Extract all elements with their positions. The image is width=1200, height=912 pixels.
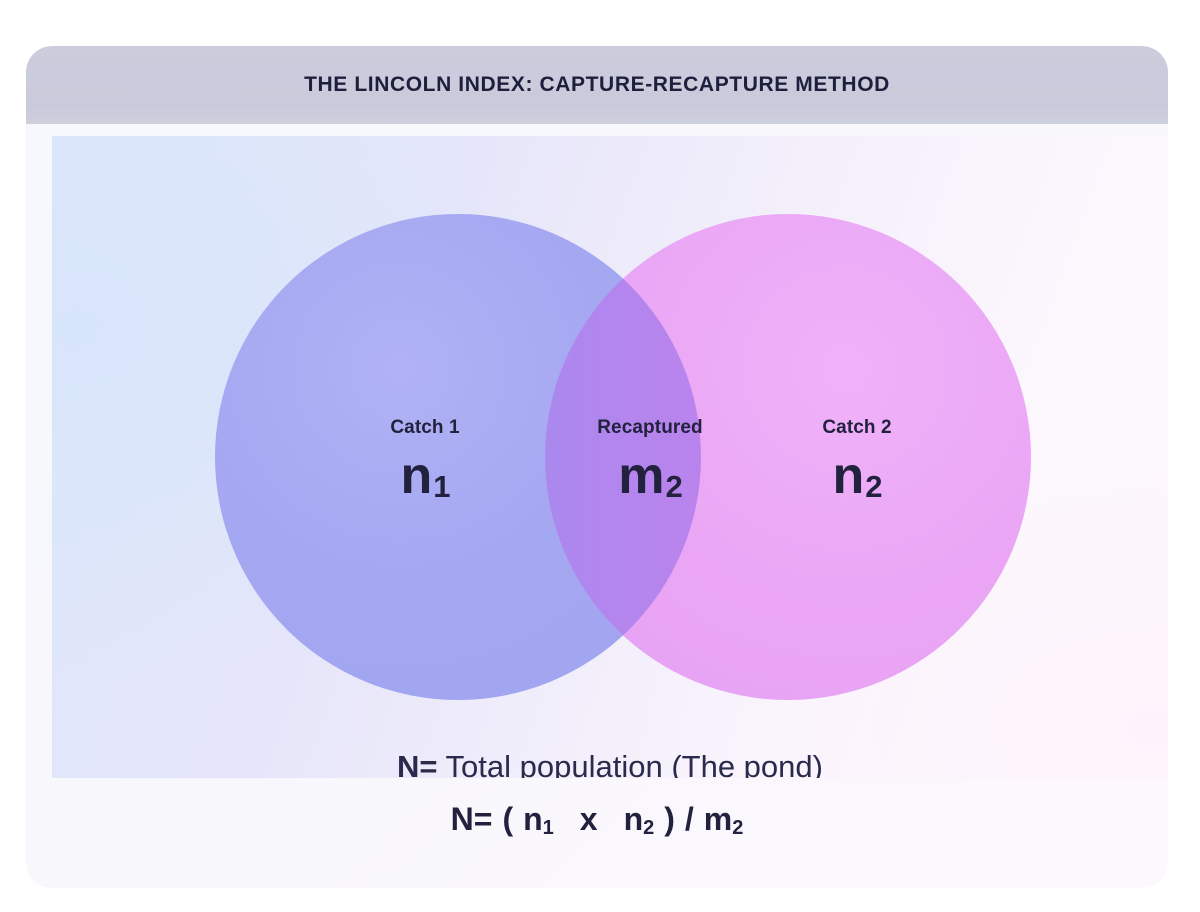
venn-label-catch-1-caption: Catch 1 [390,417,460,438]
total-population-caption: N= Total population (The pond) [52,749,1168,778]
venn-label-catch-2-caption: Catch 2 [822,417,892,438]
venn-panel: Catch 1 n1 Recaptured m2 Catch 2 n2 [52,136,1168,778]
venn-label-catch-2-symbol: n2 [757,450,957,502]
venn-label-catch-1-symbol: n1 [325,450,525,502]
venn-label-recaptured: Recaptured m2 [550,418,750,502]
symbol-subscript: 2 [665,469,683,504]
formula-divide: / [684,801,694,837]
formula-term-1: n [523,801,543,837]
venn-label-recaptured-caption: Recaptured [597,417,703,438]
formula-term-2: n [623,801,644,837]
formula-denominator-subscript: 2 [732,817,744,839]
total-population-text: Total population (The pond) [437,749,823,778]
formula-denominator: m [703,801,733,837]
symbol-base: m [618,447,665,505]
formula-close-paren: ) [664,801,675,837]
symbol-subscript: 2 [865,469,883,504]
page-title: THE LINCOLN INDEX: CAPTURE-RECAPTURE MET… [304,73,890,96]
header-bar: THE LINCOLN INDEX: CAPTURE-RECAPTURE MET… [26,46,1168,124]
formula-lhs: N= [450,801,493,837]
symbol-base: n [832,447,865,505]
formula-operator: x [579,801,598,837]
venn-label-recaptured-symbol: m2 [550,450,750,502]
venn-label-catch-2: Catch 2 n2 [757,418,957,502]
formula-term-1-subscript: 1 [542,817,554,839]
venn-label-catch-1: Catch 1 n1 [325,418,525,502]
total-population-lead: N= [397,749,438,778]
symbol-base: n [400,447,433,505]
venn-diagram: Catch 1 n1 Recaptured m2 Catch 2 n2 [52,136,1168,778]
formula-term-2-subscript: 2 [643,817,655,839]
diagram-card: THE LINCOLN INDEX: CAPTURE-RECAPTURE MET… [26,46,1168,888]
formula-open-paren: ( [502,801,514,837]
symbol-subscript: 1 [433,469,451,504]
